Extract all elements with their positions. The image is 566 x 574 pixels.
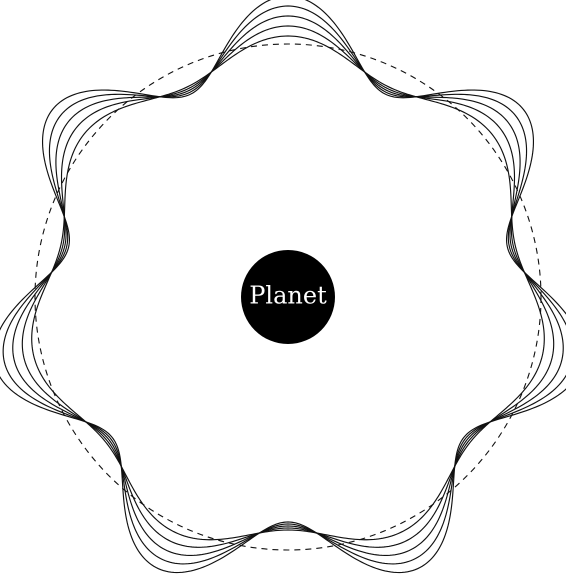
planet-label: Planet <box>249 282 327 310</box>
